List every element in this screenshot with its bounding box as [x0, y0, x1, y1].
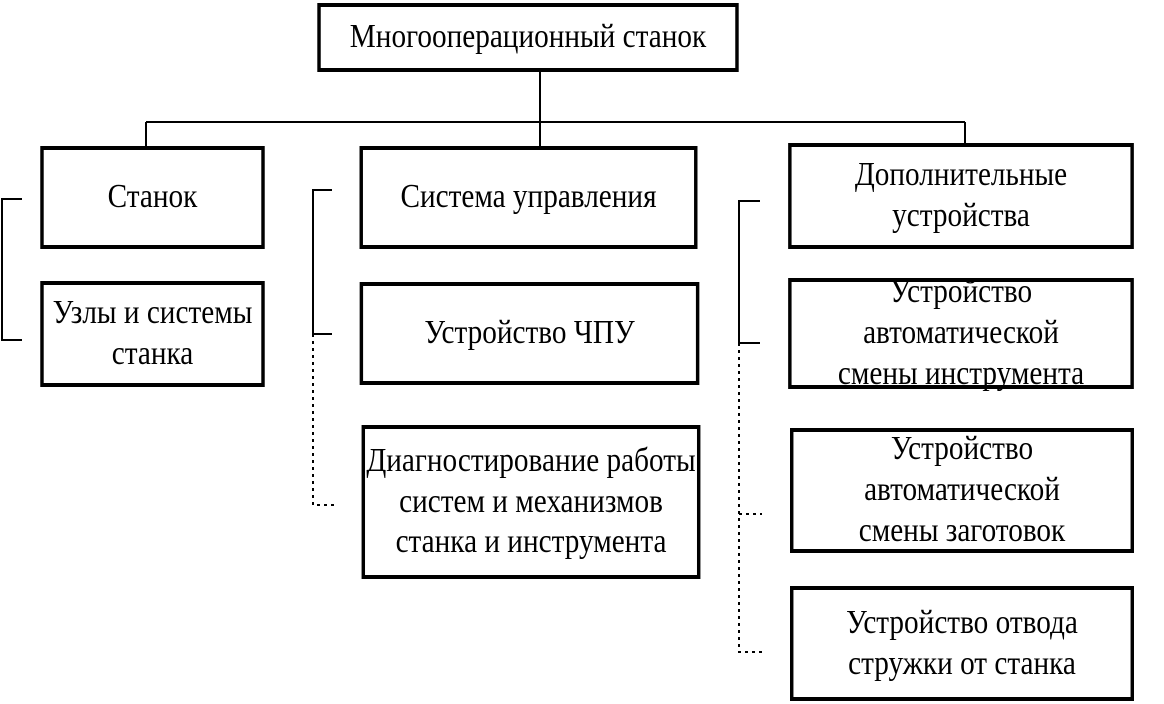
extra-bracket-solid: [738, 200, 760, 344]
control-system-label: Система управления: [400, 178, 657, 216]
stanok-node: Станок: [40, 146, 265, 249]
cnc-device-label: Устройство ЧПУ: [424, 314, 635, 352]
chip-removal-node: Устройство отвода стружки от станка: [790, 586, 1134, 701]
diagnostics-node: Диагностирование работы систем и механиз…: [361, 425, 701, 579]
workpiece-change-label: Устройство автоматической смены заготово…: [858, 430, 1066, 549]
units-systems-label: Узлы и системы станка: [52, 294, 253, 372]
root-node: Многооперационный станок: [317, 3, 739, 72]
stanok-label: Станок: [107, 178, 198, 216]
stanok-bracket: [1, 198, 22, 341]
diagnostics-label: Диагностирование работы систем и механиз…: [366, 441, 696, 561]
chip-removal-label: Устройство отвода стружки от станка: [846, 603, 1078, 682]
additional-devices-label: Дополнительные устройства: [854, 156, 1068, 234]
tool-change-node: Устройство автоматической смены инструме…: [788, 273, 1134, 392]
tool-change-label: Устройство автоматической смены инструме…: [837, 273, 1085, 392]
control-system-node: Система управления: [359, 146, 698, 249]
extra-bracket-dotted: [738, 343, 762, 653]
workpiece-change-node: Устройство автоматической смены заготово…: [790, 428, 1134, 553]
cnc-device-node: Устройство ЧПУ: [359, 282, 700, 385]
root-label: Многооперационный станок: [349, 18, 707, 56]
additional-devices-node: Дополнительные устройства: [788, 143, 1134, 249]
control-bracket-dotted: [312, 334, 334, 506]
control-bracket-solid: [312, 189, 332, 335]
units-systems-node: Узлы и системы станка: [40, 281, 265, 387]
